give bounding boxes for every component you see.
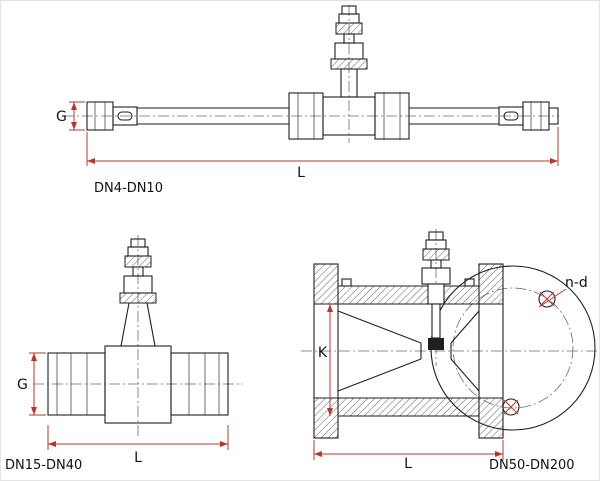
centerlines	[33, 235, 243, 437]
flow-straightener	[337, 310, 480, 392]
n-d-leader-line	[538, 288, 567, 308]
dim-label-g: G	[56, 109, 67, 125]
view-dn50-dn200: n-d	[301, 229, 597, 473]
dim-label-l: L	[404, 456, 412, 472]
bolt-hole-bottom	[502, 398, 520, 416]
meter-body-outline	[47, 345, 229, 424]
turbine-rotor	[428, 338, 444, 350]
dim-label-k: K	[318, 345, 328, 361]
sensor-transmitter	[330, 5, 368, 98]
dimension-l: L	[47, 425, 229, 466]
caption-dn50-dn200: DN50-DN200	[489, 458, 575, 473]
dim-label-g: G	[17, 377, 28, 393]
label-n-d: n-d	[565, 275, 588, 291]
bolt-hole-top	[538, 290, 556, 308]
dimension-g: G	[56, 101, 85, 131]
dimension-g: G	[17, 352, 46, 416]
dimension-l: L	[313, 440, 504, 472]
view-dn4-dn10: G L DN4-DN10	[56, 5, 559, 196]
dimension-k: K	[318, 304, 333, 416]
view-dn15-dn40: G L DN15-DN40	[5, 235, 243, 473]
sensor-transmitter	[119, 238, 157, 347]
dim-label-l: L	[297, 165, 305, 181]
meter-body-outline	[86, 92, 559, 140]
dim-label-l: L	[134, 450, 142, 466]
sensor-transmitter	[421, 231, 451, 350]
caption-dn15-dn40: DN15-DN40	[5, 458, 82, 473]
dimension-l: L	[86, 127, 559, 181]
caption-dn4-dn10: DN4-DN10	[94, 181, 163, 196]
